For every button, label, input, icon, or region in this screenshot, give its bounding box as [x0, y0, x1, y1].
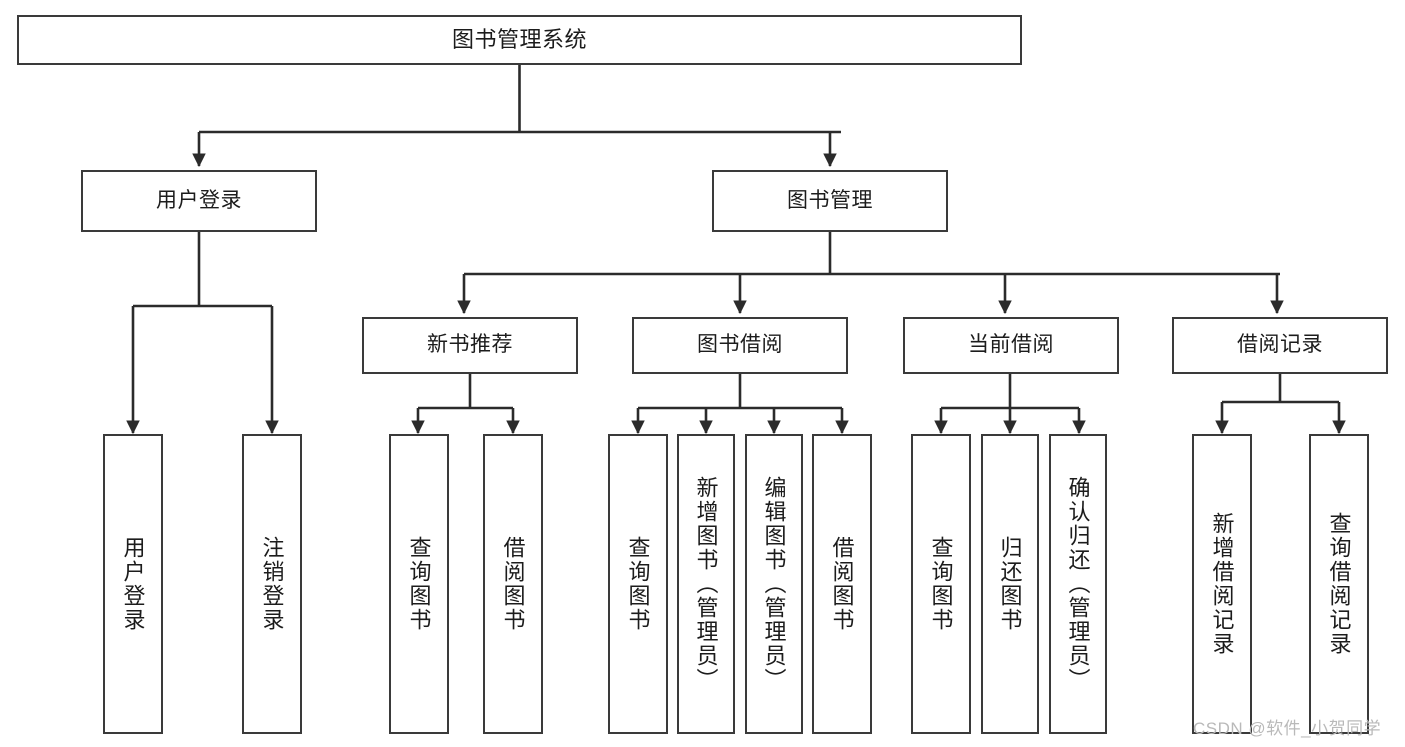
node-user-login[interactable]: 用户登录 [81, 170, 317, 232]
leaf-current-borrow-confirm-return-admin[interactable]: 确认归还（管理员） [1049, 434, 1107, 734]
node-book-borrow[interactable]: 图书借阅 [632, 317, 848, 374]
node-label: 查询图书 [625, 536, 651, 632]
leaf-user-login-logout[interactable]: 注销登录 [242, 434, 302, 734]
node-label: 用户登录 [156, 188, 242, 212]
node-label: 归还图书 [997, 536, 1023, 632]
node-current-borrow[interactable]: 当前借阅 [903, 317, 1119, 374]
node-label: 新增图书（管理员） [693, 476, 719, 692]
node-label: 查询图书 [928, 536, 954, 632]
node-label: 借阅记录 [1237, 333, 1323, 357]
watermark-text: CSDN @软件_小贺同学 [1193, 719, 1382, 738]
leaf-user-login-login[interactable]: 用户登录 [103, 434, 163, 734]
node-label: 查询借阅记录 [1326, 512, 1352, 656]
node-root-book-management-system[interactable]: 图书管理系统 [17, 15, 1022, 65]
node-label: 查询图书 [406, 536, 432, 632]
csdn-watermark: CSDN @软件_小贺同学 [1193, 714, 1381, 739]
node-label: 图书借阅 [697, 333, 783, 357]
node-label: 当前借阅 [968, 333, 1054, 357]
node-label: 借阅图书 [500, 536, 526, 632]
leaf-current-borrow-query-book[interactable]: 查询图书 [911, 434, 971, 734]
leaf-book-borrow-borrow-book[interactable]: 借阅图书 [812, 434, 872, 734]
node-label: 借阅图书 [829, 536, 855, 632]
node-label: 编辑图书（管理员） [761, 476, 787, 692]
node-borrow-record[interactable]: 借阅记录 [1172, 317, 1388, 374]
node-label: 新书推荐 [427, 333, 513, 357]
leaf-borrow-record-query-record[interactable]: 查询借阅记录 [1309, 434, 1369, 734]
leaf-new-book-query-book[interactable]: 查询图书 [389, 434, 449, 734]
leaf-book-borrow-edit-book-admin[interactable]: 编辑图书（管理员） [745, 434, 803, 734]
node-label: 确认归还（管理员） [1065, 476, 1091, 692]
leaf-borrow-record-add-record[interactable]: 新增借阅记录 [1192, 434, 1252, 734]
leaf-current-borrow-return-book[interactable]: 归还图书 [981, 434, 1039, 734]
leaf-book-borrow-add-book-admin[interactable]: 新增图书（管理员） [677, 434, 735, 734]
leaf-new-book-borrow-book[interactable]: 借阅图书 [483, 434, 543, 734]
node-book-management[interactable]: 图书管理 [712, 170, 948, 232]
node-label: 用户登录 [120, 536, 146, 632]
node-label: 新增借阅记录 [1209, 512, 1235, 656]
node-new-book-recommend[interactable]: 新书推荐 [362, 317, 578, 374]
node-label: 图书管理系统 [451, 27, 587, 53]
node-label: 注销登录 [259, 536, 285, 632]
node-label: 图书管理 [787, 188, 873, 212]
leaf-book-borrow-query-book[interactable]: 查询图书 [608, 434, 668, 734]
